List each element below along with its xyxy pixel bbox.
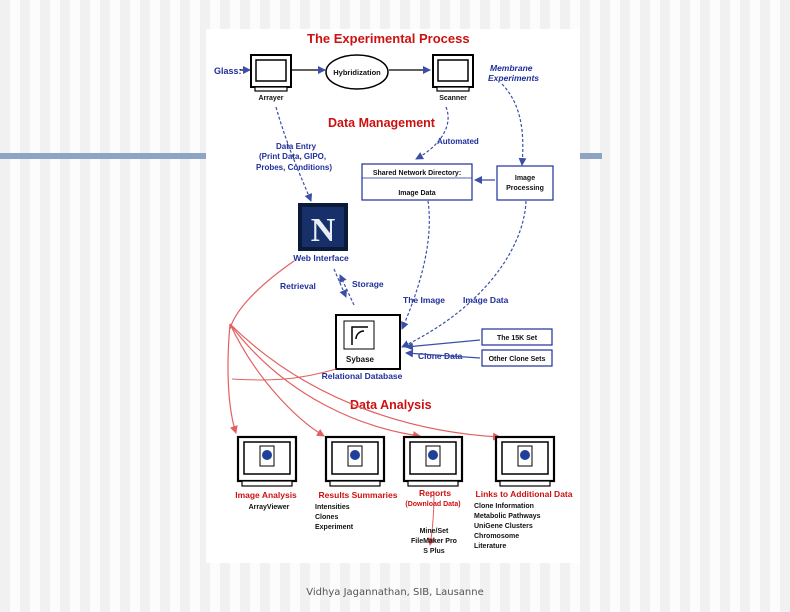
other-clone-sets-box bbox=[481, 349, 553, 367]
15k-set-to-database-arrow bbox=[405, 339, 481, 351]
data-analysis-heading: Data Analysis bbox=[350, 398, 432, 412]
data-management-heading: Data Management bbox=[328, 116, 436, 130]
reports-subtitle: (Download Data) bbox=[405, 501, 460, 508]
links-item-4: Chromosome bbox=[474, 533, 519, 540]
image-data-box-label: Image Data bbox=[398, 190, 435, 197]
reports-tool-3: S Plus bbox=[423, 548, 445, 555]
database-to-analysis-link bbox=[231, 368, 337, 381]
reports-tool-1: Mine/Set bbox=[420, 528, 449, 535]
the-15k-set-box bbox=[481, 328, 553, 346]
processing-to-database-arrow bbox=[401, 200, 527, 348]
flow-to-links-arrow bbox=[229, 323, 501, 441]
other-sets-to-database-arrow bbox=[405, 349, 481, 359]
directory-to-database-image-arrow bbox=[401, 200, 430, 330]
links-item-1: Clone Information bbox=[474, 503, 534, 510]
other-clone-sets-label: Other Clone Sets bbox=[489, 356, 546, 363]
membrane-label-line1: Membrane bbox=[490, 63, 533, 73]
storage-label: Storage bbox=[352, 279, 384, 289]
shared-network-directory-label: Shared Network Directory: bbox=[373, 170, 461, 177]
the-image-label: The Image bbox=[403, 295, 445, 305]
links-title: Links to Additional Data bbox=[476, 489, 573, 499]
sybase-logo-frame bbox=[343, 320, 375, 350]
arrayer-label: Arrayer bbox=[259, 95, 284, 102]
retrieval-label: Retrieval bbox=[280, 281, 316, 291]
hybridization-node bbox=[325, 54, 389, 90]
scanner-label: Scanner bbox=[439, 95, 467, 102]
image-processing-box bbox=[496, 165, 554, 201]
experimental-process-figure: The Experimental Process Glass: Arrayer … bbox=[206, 29, 580, 563]
reports-title: Reports bbox=[419, 488, 451, 498]
results-summaries-title: Results Summaries bbox=[319, 490, 398, 500]
links-computer-icon bbox=[494, 435, 556, 488]
reports-tool-2: FileMaker Pro bbox=[411, 538, 457, 545]
web-interface-logo-inner bbox=[302, 207, 344, 247]
image-data-label: Image Data bbox=[463, 295, 509, 305]
sybase-logo-icon bbox=[351, 326, 368, 345]
flow-to-reports-arrow bbox=[229, 323, 421, 440]
clone-data-label: Clone Data bbox=[418, 351, 463, 361]
slide-footer: Vidhya Jagannathan, SIB, Lausanne bbox=[306, 587, 484, 598]
image-analysis-title: Image Analysis bbox=[235, 490, 297, 500]
the-15k-set-label: The 15K Set bbox=[497, 335, 538, 342]
scanner-to-directory-arrow bbox=[415, 106, 449, 160]
results-summaries-item-2: Clones bbox=[315, 514, 338, 521]
results-summaries-item-1: Intensities bbox=[315, 504, 350, 511]
web-interface-label: Web Interface bbox=[293, 253, 349, 263]
results-summaries-computer-icon bbox=[324, 435, 386, 488]
web-to-analysis-trunk bbox=[229, 260, 295, 330]
image-processing-label-line2: Processing bbox=[506, 185, 544, 192]
image-processing-label-line1: Image bbox=[515, 175, 535, 182]
links-item-2: Metabolic Pathways bbox=[474, 513, 541, 520]
membrane-label-line2: Experiments bbox=[488, 73, 539, 83]
relational-database-label: Relational Database bbox=[322, 371, 403, 381]
image-analysis-detail: ArrayViewer bbox=[249, 504, 290, 511]
right-accent-bar bbox=[580, 153, 602, 159]
image-analysis-computer-icon bbox=[236, 435, 298, 488]
database-to-web-retrieval-arrow bbox=[339, 274, 355, 306]
sybase-label: Sybase bbox=[346, 355, 375, 364]
data-entry-label-line3: Probes, Conditions) bbox=[256, 163, 332, 172]
left-accent-bar bbox=[0, 153, 208, 159]
arrayer-to-web-arrow bbox=[275, 106, 313, 202]
scanner-computer-icon bbox=[432, 54, 474, 92]
shared-network-directory-box bbox=[361, 163, 473, 201]
web-to-database-storage-arrow bbox=[333, 268, 347, 298]
data-entry-label-line1: Data Entry bbox=[276, 142, 317, 151]
flow-to-results-summaries-arrow bbox=[229, 323, 325, 437]
automated-label: Automated bbox=[437, 137, 479, 146]
process-diagram: The Experimental Process Glass: Arrayer … bbox=[214, 31, 573, 555]
links-item-5: Literature bbox=[474, 543, 506, 550]
reports-computer-icon bbox=[402, 435, 464, 488]
reports-to-tools-arrow bbox=[427, 490, 436, 546]
membrane-to-processing-arrow bbox=[501, 83, 527, 166]
web-logo-glyph: N bbox=[311, 212, 336, 249]
diagram-title: The Experimental Process bbox=[307, 31, 470, 46]
glass-label: Glass: bbox=[214, 66, 242, 76]
results-summaries-item-3: Experiment bbox=[315, 524, 354, 531]
links-item-3: UniGene Clusters bbox=[474, 523, 533, 530]
arrayer-computer-icon bbox=[250, 54, 292, 92]
flow-to-image-analysis-arrow bbox=[227, 323, 238, 434]
hybridization-label: Hybridization bbox=[333, 68, 381, 77]
